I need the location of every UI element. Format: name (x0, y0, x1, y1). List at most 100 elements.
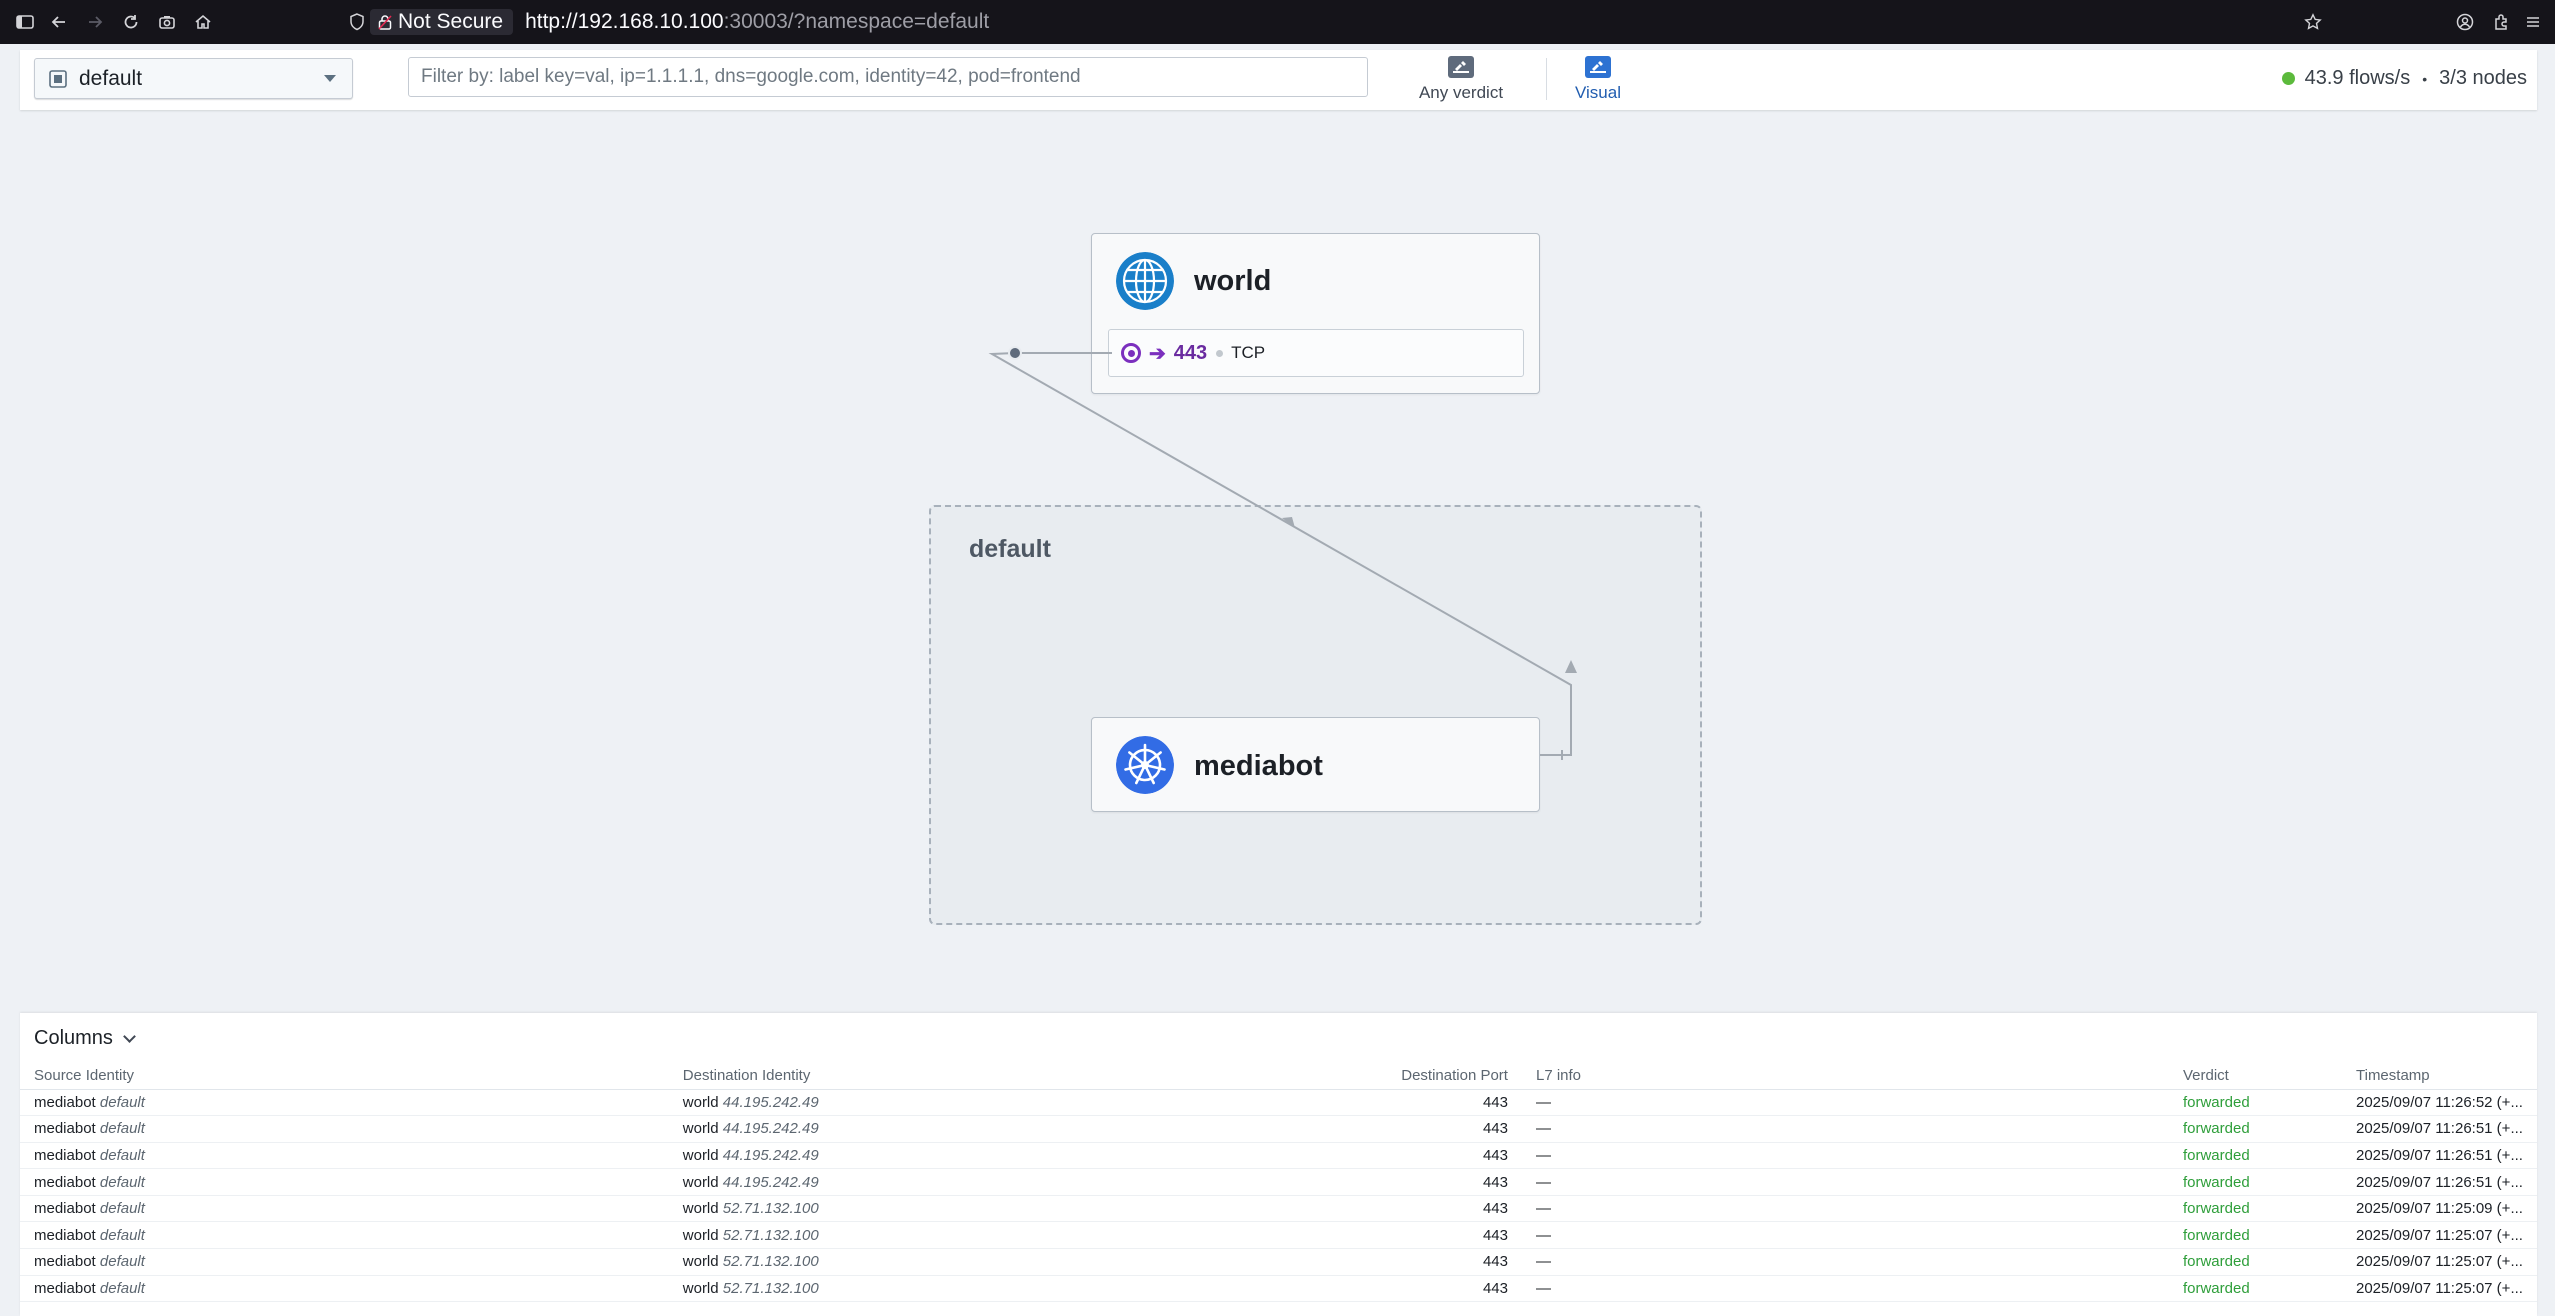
source-identity-cell: mediabot default (20, 1221, 669, 1250)
destination-identity-cell: world 44.195.242.49 (668, 1115, 1254, 1143)
columns-label: Columns (34, 1027, 113, 1049)
visual-label: Visual (1575, 83, 1621, 102)
timestamp-cell: 2025/09/07 11:26:51 (+... (2342, 1115, 2537, 1143)
verdict-filter-button[interactable]: Any verdict (1394, 52, 1528, 108)
verdict-label: Any verdict (1418, 83, 1504, 102)
l7-info-header[interactable]: L7 info (1521, 1063, 2169, 1090)
destination-port-header[interactable]: Destination Port (1253, 1063, 1522, 1090)
verdict-cell: forwarded (2168, 1195, 2342, 1223)
timestamp-cell: 2025/09/07 11:26:52 (+... (2342, 1089, 2537, 1117)
timestamp-cell: 2025/09/07 11:25:07 (+... (2342, 1221, 2537, 1250)
url-text[interactable]: http://192.168.10.100:30003/?namespace=d… (525, 10, 989, 34)
source-name: mediabot (34, 1093, 96, 1111)
extensions-icon[interactable] (2490, 11, 2512, 33)
source-identity-cell: mediabot default (20, 1195, 669, 1223)
l7-info-cell: — (1521, 1115, 2169, 1143)
account-icon[interactable] (2454, 11, 2476, 33)
arrow-right-icon: ➔ (1149, 342, 1166, 365)
table-row[interactable]: mediabot default world 52.71.132.100 443… (20, 1275, 2537, 1303)
timestamp-cell: 2025/09/07 11:26:51 (+... (2342, 1142, 2537, 1170)
visual-toggle-button[interactable]: Visual (1540, 52, 1656, 108)
port-separator-dot (1216, 349, 1224, 357)
mediabot-to-world-link[interactable] (988, 352, 1572, 760)
l7-info-cell: — (1521, 1168, 2169, 1196)
destination-name: world (682, 1146, 719, 1164)
table-row[interactable]: mediabot default world 52.71.132.100 443… (20, 1195, 2537, 1223)
menu-icon[interactable] (2522, 11, 2544, 33)
source-identity-header[interactable]: Source Identity (20, 1063, 669, 1090)
source-identity-cell: mediabot default (20, 1115, 669, 1143)
destination-ip: 44.195.242.49 (722, 1093, 819, 1111)
back-icon[interactable] (48, 11, 70, 33)
source-namespace: default (99, 1146, 145, 1164)
flow-filter-input[interactable] (408, 57, 1368, 97)
source-identity-cell: mediabot default (20, 1275, 669, 1303)
columns-toggle-button[interactable]: Columns (34, 1027, 136, 1050)
source-namespace: default (99, 1120, 145, 1138)
verdict-cell: forwarded (2168, 1248, 2342, 1276)
world-port-protocol: TCP (1231, 343, 1266, 362)
home-icon[interactable] (192, 11, 214, 33)
table-row[interactable]: mediabot default world 52.71.132.100 443… (20, 1248, 2537, 1276)
destination-port-cell: 443 (1253, 1195, 1522, 1223)
forward-icon[interactable] (84, 11, 106, 33)
table-row[interactable]: mediabot default world 44.195.242.49 443… (20, 1168, 2537, 1196)
source-namespace: default (99, 1200, 145, 1218)
source-identity-cell: mediabot default (20, 1089, 669, 1117)
table-row[interactable]: mediabot default world 44.195.242.49 443… (20, 1089, 2537, 1117)
status-indicator-dot (2281, 72, 2295, 85)
namespace-label: default (79, 66, 143, 90)
mediabot-service-name: mediabot (1194, 750, 1323, 782)
mediabot-service-card[interactable]: mediabot (1091, 717, 1540, 812)
destination-name: world (682, 1200, 719, 1218)
source-namespace: default (99, 1253, 145, 1271)
source-name: mediabot (34, 1226, 96, 1244)
reload-icon[interactable] (120, 11, 142, 33)
flow-link-layer (988, 346, 1577, 760)
verdict-cell: forwarded (2168, 1115, 2342, 1143)
l7-info-cell: — (1521, 1275, 2169, 1303)
world-service-card[interactable]: world ➔ 443 TCP (1091, 233, 1540, 394)
visual-icon (1585, 56, 1611, 78)
destination-name: world (682, 1173, 719, 1191)
destination-port-cell: 443 (1253, 1168, 1522, 1196)
verdict-cell: forwarded (2168, 1221, 2342, 1250)
not-secure-label: Not Secure (398, 10, 504, 33)
namespace-icon (49, 69, 67, 88)
lock-warning-icon (378, 15, 392, 30)
screenshot-icon[interactable] (156, 11, 178, 33)
timestamp-cell: 2025/09/07 11:25:09 (+... (2342, 1195, 2537, 1223)
url-path: :30003/?namespace=default (723, 10, 990, 33)
l7-info-cell: — (1521, 1221, 2169, 1250)
sidebar-toggle-icon[interactable] (14, 11, 36, 33)
source-name: mediabot (34, 1173, 96, 1191)
table-row[interactable]: mediabot default world 52.71.132.100 443… (20, 1221, 2537, 1250)
not-secure-badge[interactable]: Not Secure (370, 9, 514, 35)
destination-identity-cell: world 44.195.242.49 (668, 1089, 1254, 1117)
source-identity-cell: mediabot default (20, 1248, 669, 1276)
table-row[interactable]: mediabot default world 44.195.242.49 443… (20, 1115, 2537, 1143)
verdict-cell: forwarded (2168, 1089, 2342, 1117)
destination-port-cell: 443 (1253, 1221, 1522, 1250)
destination-identity-cell: world 44.195.242.49 (668, 1142, 1254, 1170)
l7-info-cell: — (1521, 1089, 2169, 1117)
namespace-select[interactable]: default (34, 58, 353, 99)
l7-info-cell: — (1521, 1195, 2169, 1223)
destination-identity-cell: world 52.71.132.100 (668, 1221, 1254, 1250)
service-map[interactable]: default world ➔ 443 TCP (20, 110, 2537, 1055)
bookmark-star-icon[interactable] (2302, 11, 2324, 33)
verdict-header[interactable]: Verdict (2168, 1063, 2342, 1090)
world-port-row[interactable]: ➔ 443 TCP (1108, 329, 1524, 377)
table-row[interactable]: mediabot default world 44.195.242.49 443… (20, 1142, 2537, 1170)
address-bar[interactable]: Not Secure http://192.168.10.100:30003/?… (334, 6, 2341, 38)
l7-info-cell: — (1521, 1248, 2169, 1276)
tracking-shield-icon[interactable] (346, 11, 368, 33)
source-namespace: default (99, 1173, 145, 1191)
hubble-ui: default Any verdict Visual 43.9 flows/s … (20, 50, 2537, 1316)
caret-down-icon (324, 75, 336, 82)
destination-identity-header[interactable]: Destination Identity (668, 1063, 1254, 1090)
destination-port-cell: 443 (1253, 1275, 1522, 1303)
source-namespace: default (99, 1279, 145, 1297)
destination-identity-cell: world 52.71.132.100 (668, 1195, 1254, 1223)
timestamp-header[interactable]: Timestamp (2342, 1063, 2537, 1090)
